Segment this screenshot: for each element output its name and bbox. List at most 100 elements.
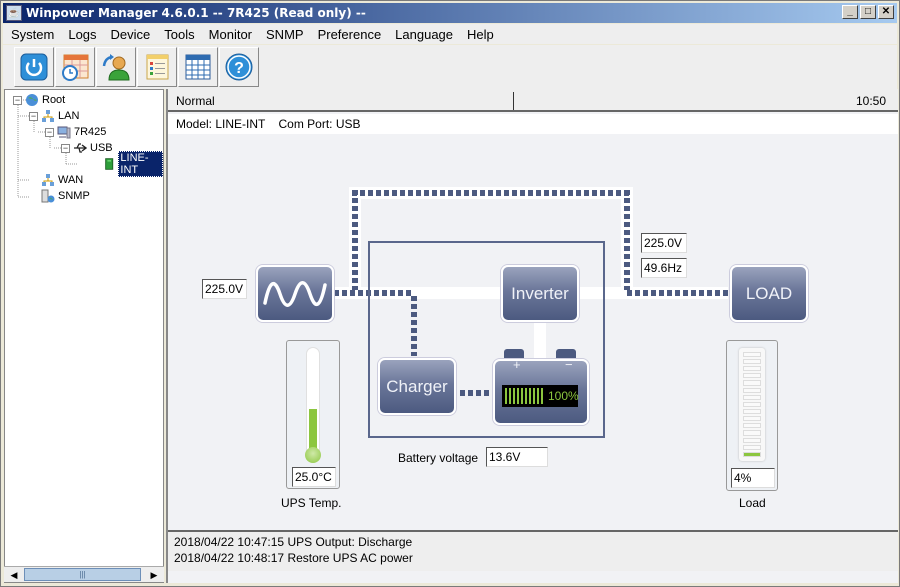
load-bar-segment xyxy=(743,401,761,408)
maximize-button[interactable]: □ xyxy=(860,5,876,19)
collapse-icon[interactable]: − xyxy=(13,94,22,105)
model-info: Model: LINE-INT Com Port: USB xyxy=(168,114,898,134)
battery-bar-segment xyxy=(505,388,507,404)
bypass-line-right xyxy=(624,190,630,290)
tree-label-lan: LAN xyxy=(58,110,80,122)
power-icon xyxy=(20,53,48,81)
battery-plus-sign: + xyxy=(513,357,521,372)
tree-node-host[interactable]: − 7R425 xyxy=(45,124,106,140)
collapse-icon[interactable]: − xyxy=(61,142,70,153)
output-frequency-field: 49.6Hz xyxy=(641,258,687,278)
battery-bar-segment xyxy=(533,388,535,404)
menu-language[interactable]: Language xyxy=(395,26,454,42)
battery-voltage-field: 13.6V xyxy=(486,447,548,467)
user-login-icon xyxy=(102,54,130,81)
output-line xyxy=(627,290,729,296)
data-table-button[interactable] xyxy=(178,47,218,87)
tree-node-snmp[interactable]: SNMP xyxy=(29,188,90,204)
load-bar-segment xyxy=(743,373,761,379)
tree-label-device: LINE-INT xyxy=(118,151,163,177)
help-icon: ? xyxy=(225,53,253,81)
menu-monitor[interactable]: Monitor xyxy=(208,26,253,42)
load-bar-segment xyxy=(743,359,761,365)
sine-wave-icon xyxy=(263,280,327,307)
inverter-battery-path xyxy=(534,319,546,359)
load-label: Load xyxy=(739,496,766,510)
bypass-line-top xyxy=(352,190,629,196)
bypass-line-left xyxy=(352,190,358,290)
load-block[interactable]: LOAD xyxy=(730,265,808,322)
scroll-left-arrow-icon[interactable]: ◀ xyxy=(10,570,18,580)
network-icon xyxy=(42,110,54,122)
tree-node-lan[interactable]: − LAN xyxy=(29,108,79,124)
menu-help[interactable]: Help xyxy=(467,26,494,42)
battery-terminal-plus xyxy=(504,349,524,361)
scroll-right-arrow-icon[interactable]: ▶ xyxy=(150,570,158,580)
monitor-panel: Normal 10:50 Model: LINE-INT Com Port: U… xyxy=(166,89,898,583)
event-list-button[interactable] xyxy=(137,47,177,87)
status-divider xyxy=(513,92,514,110)
menu-device[interactable]: Device xyxy=(110,26,151,42)
minimize-button[interactable]: _ xyxy=(842,5,858,19)
charger-block[interactable]: Charger xyxy=(378,358,456,415)
load-bar-segment xyxy=(743,351,761,358)
device-tree: − Root − LAN − 7R425 − USB LINE-INT WAN xyxy=(4,89,164,583)
schedule-button[interactable] xyxy=(55,47,95,87)
load-bar-segment xyxy=(743,380,761,386)
help-button[interactable]: ? xyxy=(219,47,259,87)
tree-node-usb[interactable]: − USB xyxy=(61,140,113,156)
status-time: 10:50 xyxy=(855,94,886,108)
tree-node-wan[interactable]: WAN xyxy=(29,172,83,188)
menu-logs[interactable]: Logs xyxy=(68,26,97,42)
tree-horizontal-scrollbar[interactable]: ◀ ||| ▶ xyxy=(4,566,164,582)
charger-label: Charger xyxy=(386,376,448,396)
output-voltage-field: 225.0V xyxy=(641,233,687,253)
tree-node-device[interactable]: LINE-INT xyxy=(77,151,163,177)
user-login-button[interactable] xyxy=(96,47,136,87)
battery-bar-segment xyxy=(517,388,519,404)
load-gauge: 4% xyxy=(726,340,778,491)
load-bar-segment xyxy=(743,451,761,457)
scrollbar-thumb[interactable]: ||| xyxy=(24,568,141,581)
collapse-icon[interactable]: − xyxy=(45,126,54,137)
menu-snmp[interactable]: SNMP xyxy=(266,26,304,42)
battery-level-bars xyxy=(505,388,543,404)
power-button[interactable] xyxy=(14,47,54,87)
menu-system[interactable]: System xyxy=(11,26,55,42)
status-bar: Normal 10:50 xyxy=(168,89,898,112)
charger-battery-line xyxy=(460,390,495,396)
menu-preference[interactable]: Preference xyxy=(317,26,382,42)
globe-icon xyxy=(26,94,38,106)
data-table-icon xyxy=(185,54,211,80)
ac-input-block[interactable] xyxy=(256,265,334,322)
tree-label-snmp: SNMP xyxy=(58,190,90,202)
inverter-block[interactable]: Inverter xyxy=(501,265,579,322)
load-bar-segment xyxy=(743,409,761,415)
load-bar-segment xyxy=(743,387,761,393)
event-list-icon xyxy=(146,54,169,80)
battery-terminal-minus xyxy=(556,349,576,361)
network-icon xyxy=(42,174,54,186)
tree-label-host: 7R425 xyxy=(74,126,107,138)
thermometer-bulb xyxy=(305,447,321,463)
model-info-text: Model: LINE-INT Com Port: USB xyxy=(176,117,361,131)
load-bar-segment xyxy=(743,444,761,450)
collapse-icon[interactable]: − xyxy=(29,110,38,121)
close-button[interactable]: ✕ xyxy=(878,5,894,19)
menu-tools[interactable]: Tools xyxy=(164,26,195,42)
tree-node-root[interactable]: − Root xyxy=(13,92,65,108)
battery-block[interactable]: + − 100% xyxy=(493,357,589,425)
battery-percent: 100% xyxy=(548,389,579,403)
battery-bar-segment xyxy=(541,388,543,404)
load-bar-segment xyxy=(743,423,761,429)
computer-icon xyxy=(57,126,71,139)
temperature-label: UPS Temp. xyxy=(281,496,342,510)
tree-label-root: Root xyxy=(42,94,66,106)
svg-text:?: ? xyxy=(234,60,244,77)
menu-bar: System Logs Device Tools Monitor SNMP Pr… xyxy=(3,24,897,44)
battery-bar-segment xyxy=(537,388,539,404)
temperature-field: 25.0°C xyxy=(292,467,336,487)
snmp-server-icon xyxy=(41,189,55,203)
load-bar-segment xyxy=(743,437,761,443)
